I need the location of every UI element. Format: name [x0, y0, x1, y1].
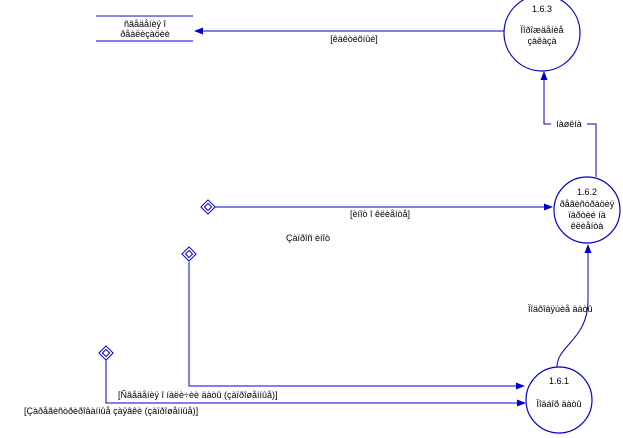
connector-list[interactable]: [181, 246, 197, 262]
process-1-6-2-circle: [553, 176, 621, 244]
datastore[interactable]: ñâåäåíèÿ î ðåàëèçàöèè: [96, 15, 193, 42]
process-1-6-2-label-line1: ðåãèñòðàöèÿ: [560, 199, 615, 209]
flow-reg-to-1-6-1[interactable]: [Çàðåãèñòðèðîâàííûå çàÿâêè (çàïðîøåííûå)…: [24, 360, 526, 416]
flow-reg-to-1-6-1-line: [105, 360, 526, 407]
flow-list-to-1-6-1[interactable]: [Ñâåäåíèÿ î íàëè÷èè äàòû (çàïðîøåííûå)]: [118, 262, 525, 400]
flow-list-to-1-6-1-label: [Ñâåäåíèÿ î íàëè÷èè äàòû (çàïðîøåííûå)]: [118, 390, 278, 400]
process-1-6-2-label-line3: êëèåíòà: [571, 221, 604, 231]
connector-client[interactable]: [200, 199, 216, 215]
process-1-6-1-label-line1: Ïîäáîð äàòû: [536, 399, 581, 409]
connector-client-inner: [203, 202, 213, 212]
connector-registered-inner: [101, 348, 111, 358]
process-1-6-3[interactable]: 1.6.3 Ïîðîæäåíèå çàêàçà: [503, 0, 581, 72]
flow-to-datastore-label: [êàêòèõíûé]: [330, 34, 378, 44]
flow-reg-to-1-6-1-label: [Çàðåãèñòðèðîâàííûå çàÿâêè (çàïðîøåííûå)…: [24, 406, 198, 416]
connector-registered[interactable]: [98, 345, 114, 361]
flow-client-to-1-6-2[interactable]: [èíîò î êëèåíòå]: [214, 203, 553, 219]
process-1-6-1[interactable]: 1.6.1 Ïîäáîð äàòû: [525, 366, 593, 434]
datastore-label-line1: ñâåäåíèÿ î: [124, 19, 167, 29]
flow-to-1-6-3-label-bg: [551, 118, 587, 130]
flow-1-6-1-to-1-6-2-line: [556, 244, 592, 368]
process-1-6-2-label-line2: ïàðòèé íà: [568, 210, 606, 220]
service-label: Çàïðîñ èíîò: [286, 233, 330, 243]
flow-1-6-1-to-1-6-2[interactable]: Ïîäõîäÿùèå äàòû: [528, 244, 593, 368]
connector-list-inner: [184, 249, 194, 259]
process-1-6-1-id: 1.6.1: [549, 376, 569, 386]
datastore-label-line2: ðåàëèçàöèè: [120, 29, 170, 39]
process-1-6-3-label-line1: Ïîðîæäåíèå: [520, 25, 563, 35]
flow-to-datastore[interactable]: [êàêòèõíûé]: [194, 27, 504, 44]
process-1-6-3-id: 1.6.3: [532, 4, 552, 14]
flow-client-to-1-6-2-label: [èíîò î êëèåíòå]: [350, 209, 410, 219]
flow-1-6-1-to-1-6-2-label: Ïîäõîäÿùèå äàòû: [528, 304, 593, 314]
flow-list-to-1-6-1-line: [188, 262, 525, 390]
flow-to-1-6-3[interactable]: íàøëíà: [540, 71, 597, 177]
flow-to-1-6-3-label: íàøëíà: [556, 119, 582, 129]
process-1-6-3-label-line2: çàêàçà: [527, 36, 556, 46]
process-1-6-2[interactable]: 1.6.2 ðåãèñòðàöèÿ ïàðòèé íà êëèåíòà: [553, 176, 621, 244]
process-1-6-1-circle: [525, 366, 593, 434]
process-1-6-2-id: 1.6.2: [577, 187, 597, 197]
